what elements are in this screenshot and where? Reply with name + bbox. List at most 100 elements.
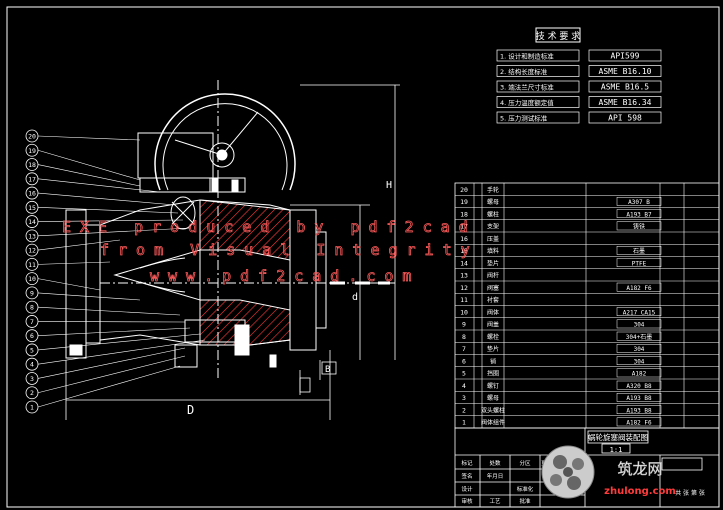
title-block-label: 签名: [461, 472, 472, 480]
part-material: 铸铁: [633, 223, 645, 231]
tech-label-box: [496, 96, 580, 108]
callout-number: 19: [28, 147, 36, 155]
tech-label: 1. 设计和制造标准: [500, 52, 554, 61]
tech-label-box: [496, 49, 580, 62]
title-block-label: 年月日: [487, 472, 504, 480]
logo-text: 筑龙网: [617, 460, 662, 478]
title-block-label: 批准: [519, 497, 531, 505]
part-name: 垫片: [487, 259, 499, 267]
tech-label: 5. 压力测试标准: [500, 114, 548, 123]
part-no: 10: [460, 308, 468, 316]
title-block-frame: [454, 427, 720, 508]
part-material: A307 B: [628, 199, 650, 206]
stud: [231, 179, 239, 193]
callout-leader: [37, 292, 141, 301]
handwheel-hub: [209, 142, 235, 168]
callout-leader: [37, 135, 141, 141]
part-no: 12: [460, 284, 468, 292]
tech-title: 技 术 要 求: [536, 30, 581, 42]
material-box: [616, 221, 662, 231]
dimension-lines: [65, 84, 400, 420]
callout-leader: [37, 278, 101, 291]
callout-number: 3: [30, 375, 34, 383]
callout-leader: [37, 321, 186, 323]
gearbox-base: [139, 177, 246, 193]
tech-value: API599: [611, 52, 640, 61]
watermark: EXE produced by pdf2cad from Visual Inte…: [62, 218, 470, 286]
part-name: 挡圈: [487, 370, 499, 378]
part-no: 15: [460, 247, 468, 255]
tech-label: 3. 端法兰尺寸标准: [500, 83, 554, 92]
tech-value-box: [588, 49, 662, 62]
part-name: 螺柱: [487, 210, 499, 218]
title-block-label: 设计: [461, 485, 473, 493]
callout-leader: [37, 227, 191, 237]
callout-number: 1: [30, 404, 34, 412]
part-no: 3: [462, 394, 466, 402]
material-box: [616, 417, 662, 427]
callout-number: 2: [30, 389, 34, 397]
part-name: 压盖: [487, 235, 499, 243]
material-box: [616, 344, 662, 353]
part-name: 螺母: [487, 198, 499, 206]
dim-label-d2: B: [325, 365, 330, 375]
part-material: A182 F6: [626, 285, 652, 292]
part-name: 螺钉: [487, 382, 499, 390]
part-material: 304+石墨: [626, 334, 652, 341]
tech-value-box: [588, 111, 662, 124]
part-name: 支架: [487, 223, 499, 231]
part-name: 销: [490, 357, 496, 365]
material-box: [616, 380, 662, 390]
part-name: 衬套: [487, 296, 499, 304]
callout-number: 12: [28, 247, 36, 255]
part-material: A182: [632, 371, 647, 378]
part-no: 9: [462, 321, 466, 329]
callout-number: 5: [30, 346, 34, 354]
callout-bubble: [25, 243, 39, 257]
callout-bubble: [25, 343, 39, 357]
part-no: 2: [462, 406, 466, 414]
material-box: [616, 307, 662, 316]
part-name: 阀盖: [487, 321, 499, 329]
part-name: 螺母: [487, 394, 499, 402]
callout-number: 7: [30, 318, 34, 326]
plug-curve: [139, 257, 186, 269]
callout-bubble: [25, 158, 39, 171]
callout-number: 16: [28, 190, 36, 198]
title-block-label: 标记: [461, 459, 473, 467]
callout-bubble: [25, 229, 39, 243]
part-material: 304: [634, 346, 645, 353]
callout-bubble: [25, 372, 39, 385]
material-box: [616, 405, 662, 414]
callout-bubble: [25, 300, 39, 314]
callout-number: 15: [28, 204, 36, 212]
part-material: A217 CA15: [623, 309, 656, 316]
callout-number: 10: [28, 275, 36, 283]
part-no: 6: [462, 357, 466, 365]
callout-bubble: [25, 329, 39, 343]
callout-leader: [37, 164, 141, 187]
callout-bubble: [25, 215, 39, 228]
bottom-bolt: [234, 324, 250, 356]
material-box: [616, 197, 662, 206]
callout-number: 13: [28, 232, 36, 240]
part-no: 8: [462, 333, 466, 341]
zhulong-logo: 筑龙网 zhulong.com: [541, 445, 676, 499]
part-no: 14: [460, 259, 468, 267]
material-box: [616, 356, 662, 365]
callout-bubble: [25, 186, 39, 200]
gearbox-flange: [209, 177, 246, 193]
part-no: 11: [460, 296, 468, 304]
material-box: [616, 246, 662, 255]
tech-value: API 598: [608, 114, 642, 123]
title-block-label: 标准化: [517, 485, 534, 493]
drawing-name-box: [587, 430, 649, 444]
part-name: 螺栓: [487, 333, 499, 341]
callout-leader: [37, 239, 121, 251]
part-material: A193 B8: [626, 395, 652, 402]
part-no: 20: [460, 186, 468, 194]
